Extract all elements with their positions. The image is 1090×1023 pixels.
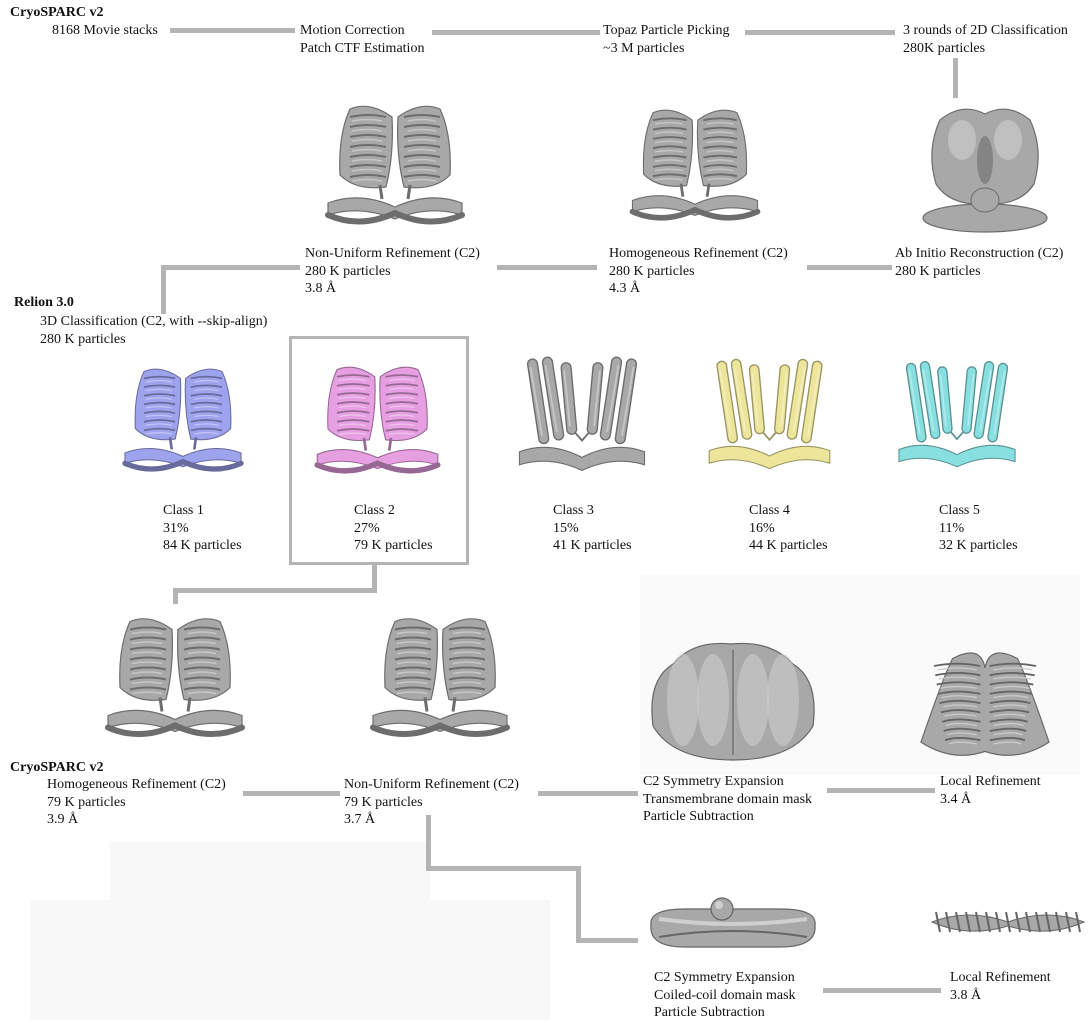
step-homogeneous-refinement-79k: Homogeneous Refinement (C2) 79 K particl…	[47, 776, 226, 829]
class-label: Class 2 27% 79 K particles	[354, 502, 433, 555]
step-2d-classification: 3 rounds of 2D Classification 280K parti…	[903, 22, 1068, 57]
connector	[807, 265, 892, 270]
class-label: Class 4 16% 44 K particles	[749, 502, 828, 555]
transmembrane-mask	[643, 630, 823, 770]
density-map-class-4	[702, 350, 837, 490]
step-3d-classification: 3D Classification (C2, with --skip-align…	[40, 313, 267, 348]
density-map-nonuniform-refinement	[320, 95, 470, 235]
connector	[497, 265, 597, 270]
connector	[173, 588, 377, 593]
connector	[163, 265, 300, 270]
connector	[827, 788, 935, 793]
connector	[576, 866, 581, 941]
coiled-coil-mask	[645, 895, 820, 955]
step-nonuniform-refinement-79k: Non-Uniform Refinement (C2) 79 K particl…	[344, 776, 519, 829]
density-map-local-tm	[915, 640, 1055, 770]
background-haze	[30, 900, 550, 1020]
connector	[432, 30, 600, 35]
step-homogeneous-refinement: Homogeneous Refinement (C2) 280 K partic…	[609, 245, 788, 298]
connector	[953, 58, 958, 98]
density-map-class-5	[892, 350, 1022, 490]
class-label: Class 5 11% 32 K particles	[939, 502, 1018, 555]
density-map-class-2	[310, 350, 445, 490]
class-label: Class 1 31% 84 K particles	[163, 502, 242, 555]
step-local-refinement-cc: Local Refinement 3.8 Å	[950, 969, 1051, 1004]
step-movie-stacks: 8168 Movie stacks	[52, 22, 158, 40]
background-haze	[110, 842, 430, 902]
density-map-class-1	[118, 350, 248, 490]
step-symmetry-expansion-cc: C2 Symmetry Expansion Coiled-coil domain…	[654, 969, 796, 1022]
connector	[170, 28, 295, 33]
section-header-cryosparc: CryoSPARC v2	[10, 5, 103, 21]
step-topaz-picking: Topaz Particle Picking ~3 M particles	[603, 22, 730, 57]
density-map-ab-initio	[910, 100, 1060, 240]
step-symmetry-expansion-tm: C2 Symmetry Expansion Transmembrane doma…	[643, 773, 812, 826]
connector	[576, 938, 638, 943]
connector	[426, 866, 580, 871]
connector	[372, 563, 377, 591]
step-motion-correction: Motion Correction Patch CTF Estimation	[300, 22, 424, 57]
density-map-homogeneous-refinement	[625, 95, 765, 235]
class-label: Class 3 15% 41 K particles	[553, 502, 632, 555]
connector	[243, 791, 340, 796]
section-header-relion: Relion 3.0	[14, 295, 74, 311]
density-map-local-cc	[928, 900, 1088, 945]
step-ab-initio-reconstruction: Ab Initio Reconstruction (C2) 280 K part…	[895, 245, 1063, 280]
density-map-homogeneous-79k	[100, 605, 250, 750]
connector	[745, 30, 895, 35]
step-local-refinement-tm: Local Refinement 3.4 Å	[940, 773, 1041, 808]
connector	[173, 588, 178, 604]
step-nonuniform-refinement: Non-Uniform Refinement (C2) 280 K partic…	[305, 245, 480, 298]
density-map-class-3	[512, 350, 652, 490]
connector	[538, 791, 638, 796]
connector	[823, 988, 941, 993]
section-header-cryosparc: CryoSPARC v2	[10, 760, 103, 776]
density-map-nonuniform-79k	[365, 605, 515, 750]
connector	[161, 265, 166, 314]
